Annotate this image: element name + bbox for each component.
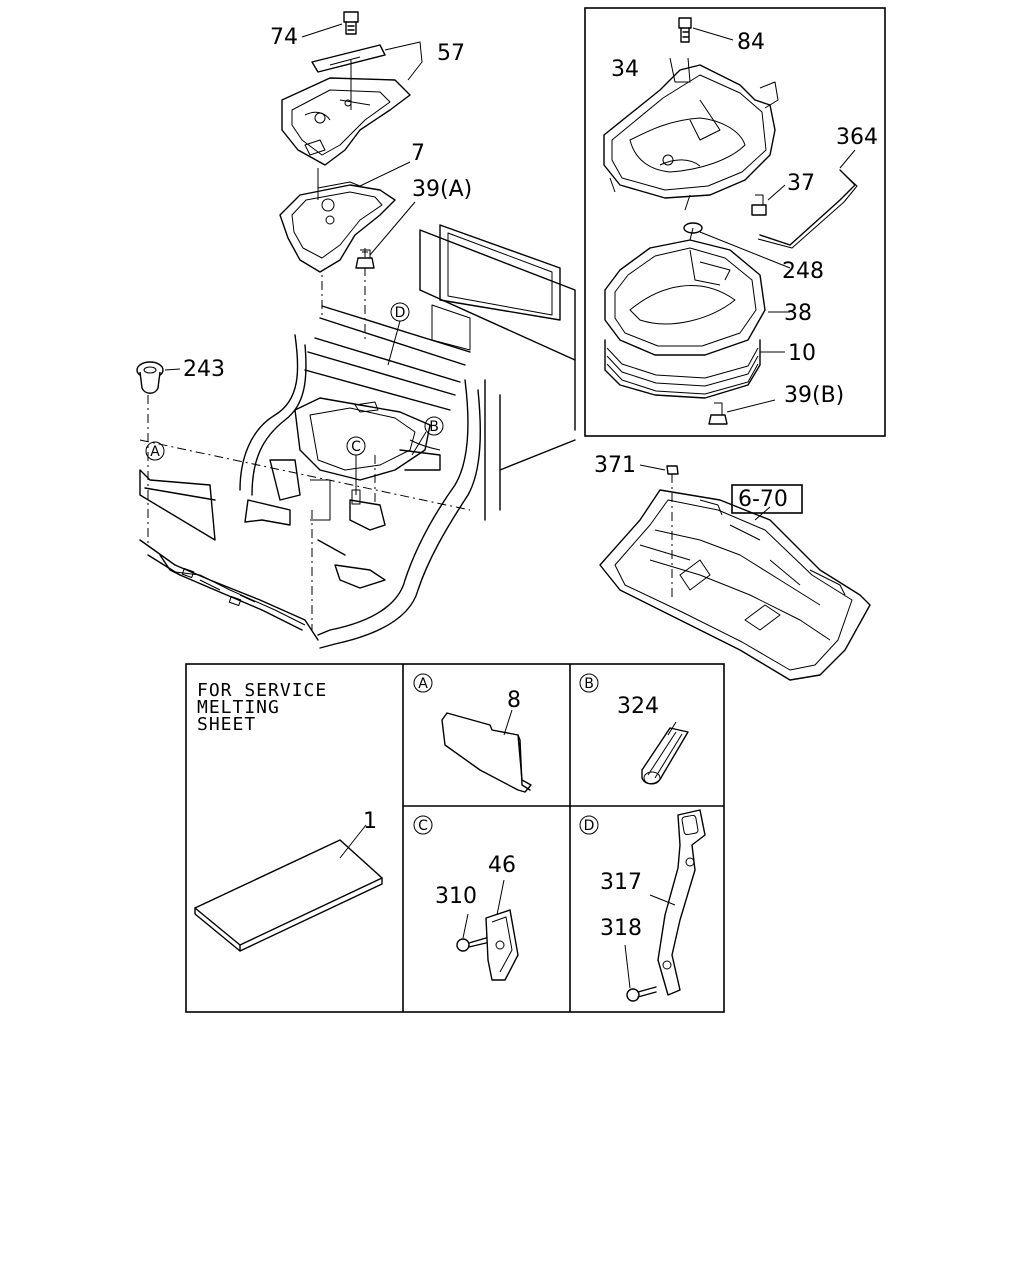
bracket-57-icon bbox=[281, 41, 423, 166]
marker-c-detail: C bbox=[413, 815, 433, 835]
cable-364-icon bbox=[757, 149, 858, 249]
clip-324-icon bbox=[641, 721, 689, 785]
callout-317: 317 bbox=[600, 870, 642, 895]
callout-6-70: 6-70 bbox=[738, 487, 788, 512]
ref-box-6-70 bbox=[731, 484, 803, 514]
nut-37-icon bbox=[751, 184, 786, 216]
detail-grid bbox=[185, 663, 725, 1013]
callout-57: 57 bbox=[437, 41, 465, 66]
melting-sheet-1-icon bbox=[194, 824, 383, 952]
bracket-46-icon bbox=[485, 879, 519, 981]
clip-39b-icon bbox=[708, 399, 776, 425]
screw-310-icon bbox=[456, 913, 487, 952]
service-note-line-1: FOR SERVICE bbox=[197, 680, 327, 701]
callout-371: 371 bbox=[594, 453, 636, 478]
callout-34: 34 bbox=[611, 57, 639, 82]
callout-38: 38 bbox=[784, 301, 812, 326]
floor-panel-6-70-icon bbox=[599, 464, 871, 681]
callout-324: 324 bbox=[617, 694, 659, 719]
marker-c-on-diagram: C bbox=[346, 436, 366, 505]
callout-243: 243 bbox=[183, 357, 225, 382]
marker-d-detail: D bbox=[579, 815, 599, 835]
plate-7-icon bbox=[279, 161, 411, 273]
callout-37: 37 bbox=[787, 171, 815, 196]
marker-d-on-diagram: D bbox=[387, 302, 410, 366]
callout-7: 7 bbox=[411, 141, 425, 166]
callout-318: 318 bbox=[600, 916, 642, 941]
svg-text:C: C bbox=[351, 439, 361, 455]
callout-1: 1 bbox=[363, 809, 377, 834]
callout-248: 248 bbox=[782, 259, 824, 284]
service-note-line-2: MELTING bbox=[197, 697, 280, 718]
callout-46: 46 bbox=[488, 853, 516, 878]
callout-39b: 39(B) bbox=[784, 383, 844, 408]
floor-mat-detail-frame bbox=[584, 7, 886, 437]
clip-39a-icon bbox=[355, 201, 416, 269]
callout-364: 364 bbox=[836, 125, 878, 150]
svg-text:B: B bbox=[429, 419, 439, 435]
svg-text:D: D bbox=[395, 305, 406, 321]
callout-39a: 39(A) bbox=[412, 177, 472, 202]
marker-a-detail: A bbox=[413, 673, 433, 693]
marker-b-on-diagram: B bbox=[411, 416, 444, 456]
service-note-line-3: SHEET bbox=[197, 714, 256, 735]
floor-box-34-icon bbox=[603, 57, 779, 211]
marker-b-detail: B bbox=[579, 673, 599, 693]
svg-text:A: A bbox=[418, 676, 428, 692]
callout-84: 84 bbox=[737, 30, 765, 55]
callout-74: 74 bbox=[270, 25, 298, 50]
grommet-243-icon bbox=[136, 361, 181, 394]
tray-38-icon bbox=[604, 227, 790, 356]
svg-text:A: A bbox=[150, 444, 160, 460]
callout-8: 8 bbox=[507, 688, 521, 713]
floor-panel-assembly bbox=[139, 224, 576, 649]
svg-text:D: D bbox=[584, 818, 595, 834]
callout-310: 310 bbox=[435, 884, 477, 909]
bolt-74-icon bbox=[301, 11, 359, 38]
svg-text:C: C bbox=[418, 818, 428, 834]
mat-10-icon bbox=[604, 339, 785, 399]
strap-317-icon bbox=[649, 809, 706, 996]
insulator-8-icon bbox=[441, 709, 532, 793]
screw-318-icon bbox=[624, 944, 657, 1002]
callout-10: 10 bbox=[788, 341, 816, 366]
bolt-84-icon bbox=[678, 17, 734, 43]
svg-text:B: B bbox=[584, 676, 594, 692]
marker-a-on-diagram: A bbox=[145, 441, 165, 461]
